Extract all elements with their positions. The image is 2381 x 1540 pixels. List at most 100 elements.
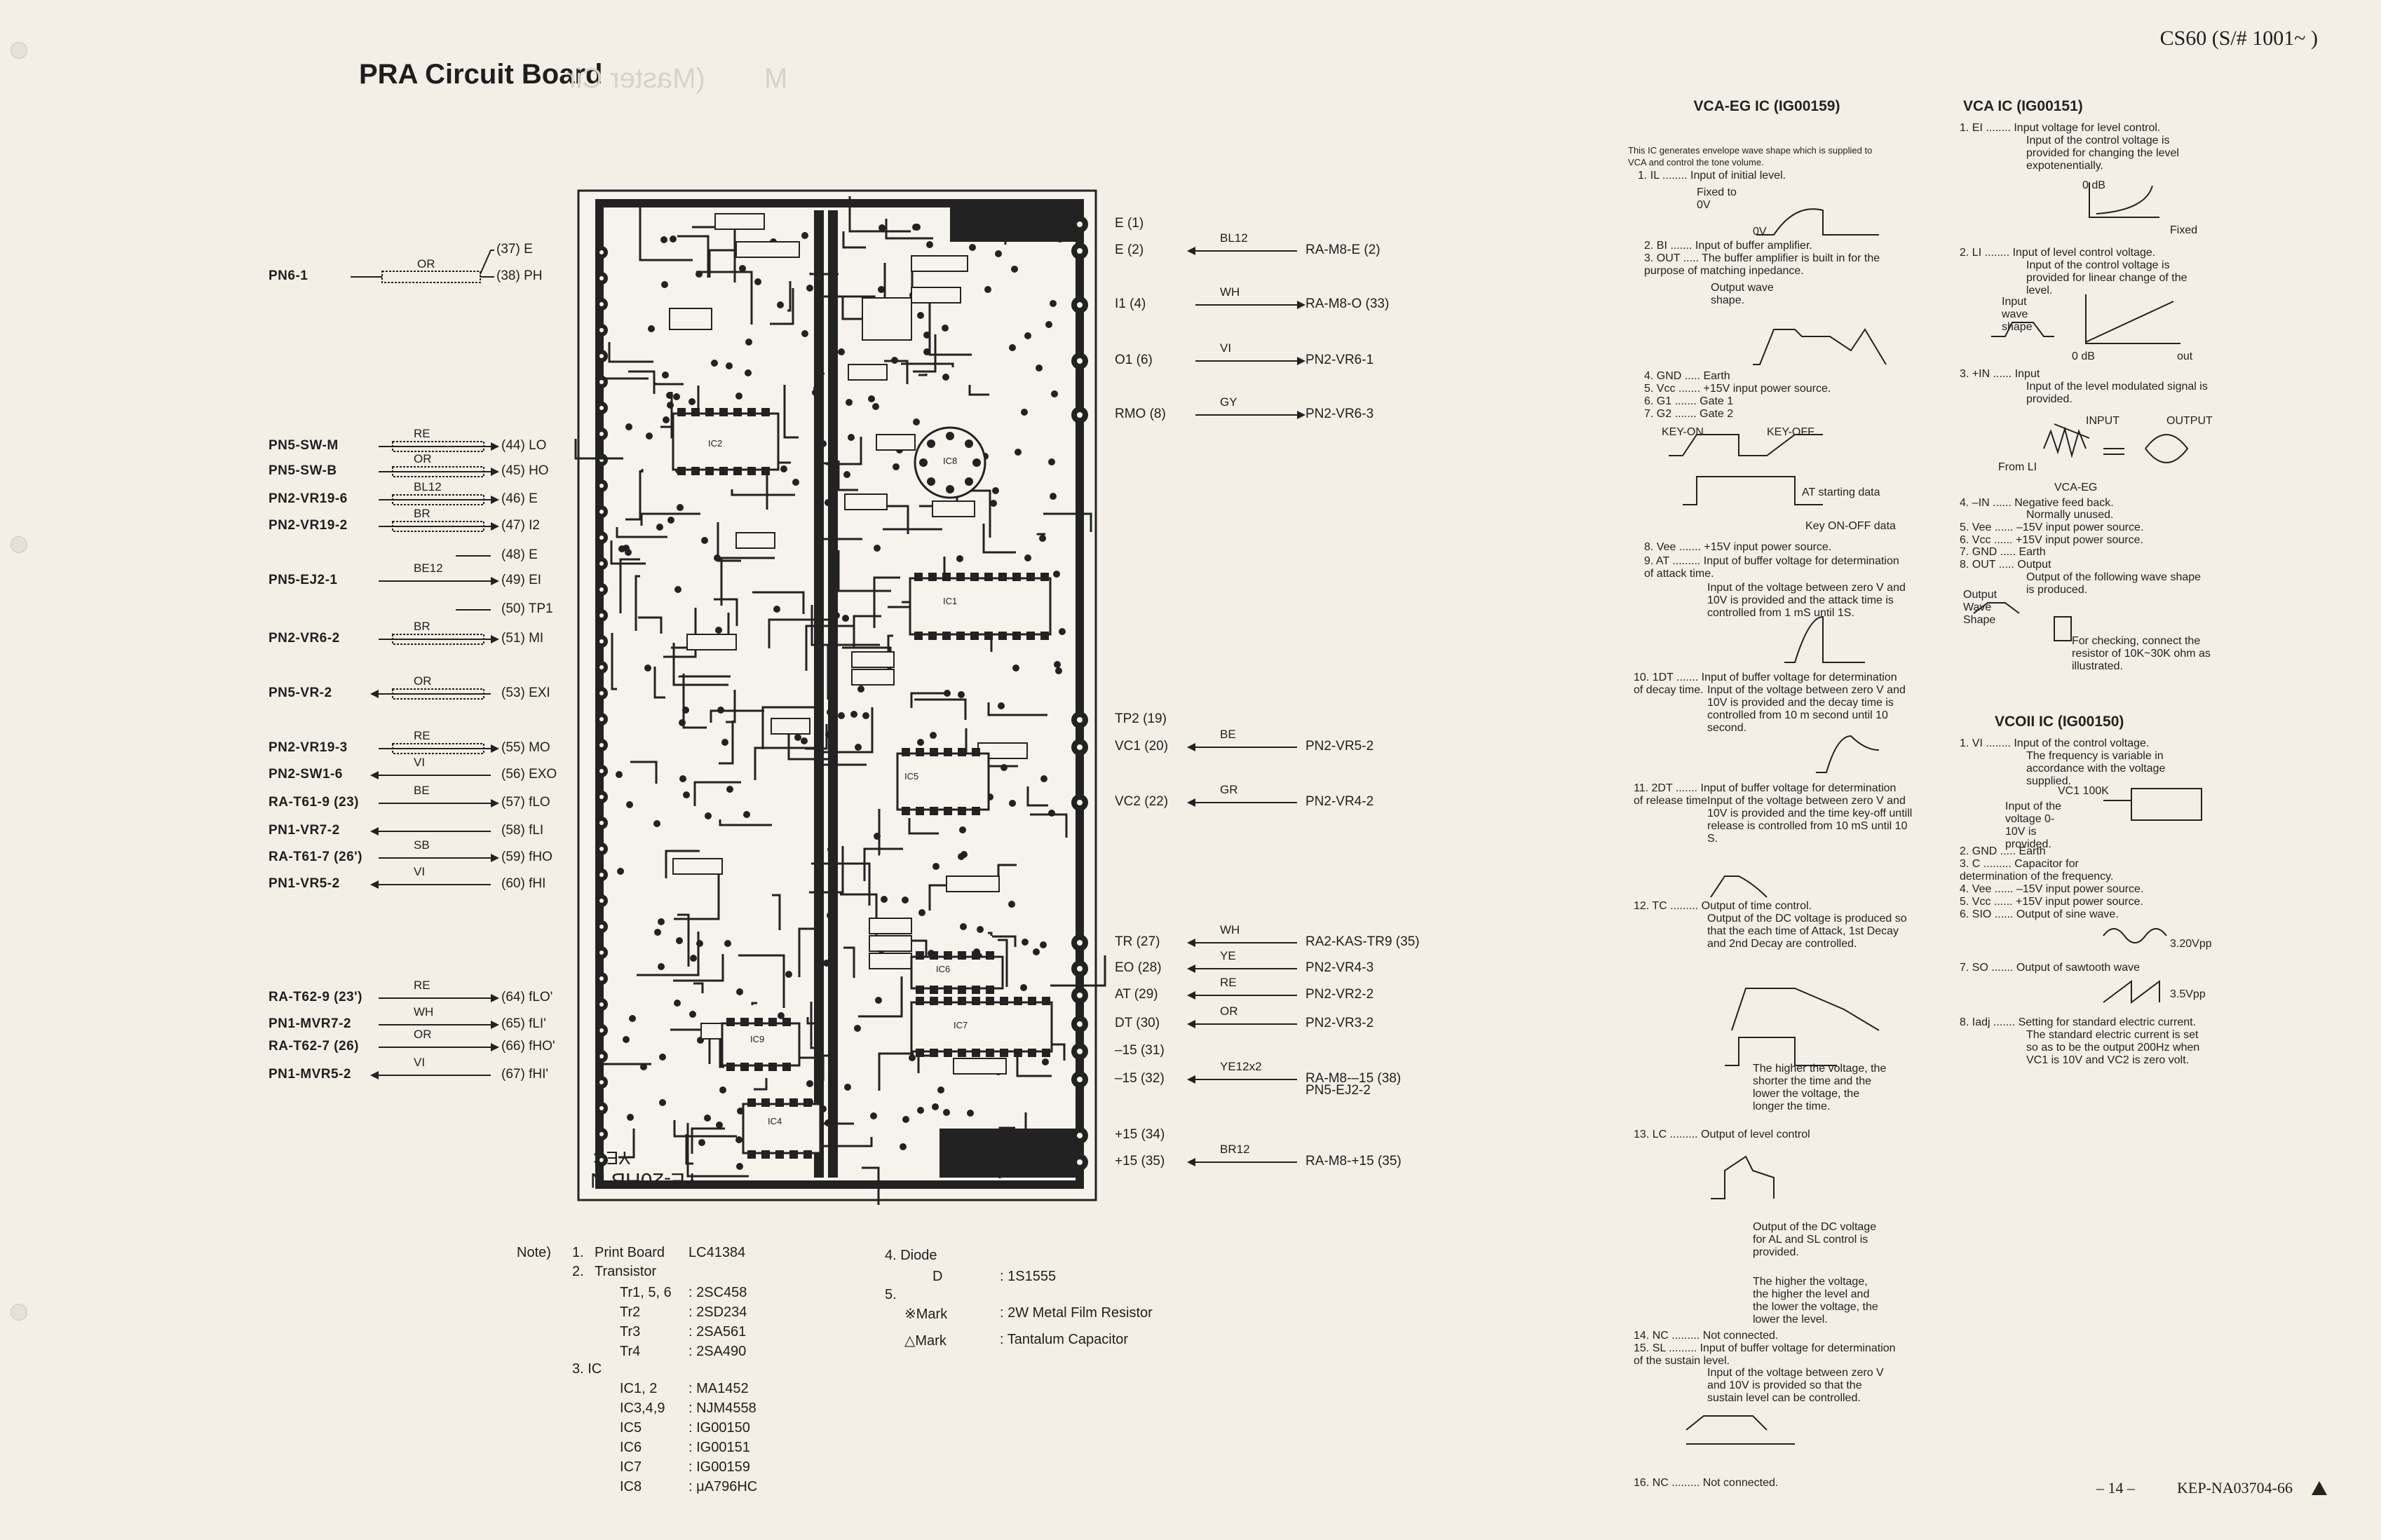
- attack-wave: [1784, 615, 1865, 663]
- vca-line: From LI: [1998, 461, 2037, 473]
- ic-pin: [761, 467, 770, 475]
- copper-trace: [608, 342, 653, 363]
- edge-pad-hole: [599, 561, 604, 566]
- edge-pad-hole: [599, 847, 604, 851]
- right-pin-label: AT (29): [1115, 987, 1158, 1002]
- ic-pin: [1028, 997, 1036, 1005]
- vca-line: OUTPUT: [2166, 415, 2213, 427]
- transistor-value: : 2SA490: [688, 1344, 747, 1359]
- ic-pin: [705, 467, 714, 475]
- release-wave: [1710, 875, 1768, 898]
- solder-pad: [1036, 364, 1043, 372]
- solder-pad: [616, 771, 623, 778]
- solder-pad: [969, 244, 976, 251]
- ic-pin: [803, 1098, 812, 1107]
- left-pin-label: PN5-SW-M: [269, 438, 339, 453]
- solder-pad: [806, 1080, 813, 1087]
- vcaeg-line: Fixed to 0V: [1697, 186, 1737, 211]
- solder-pad: [828, 1154, 835, 1161]
- copper-trace: [673, 954, 724, 982]
- wire-arrow: [1187, 1075, 1195, 1084]
- right-dest-label: PN5-EJ2-2: [1305, 1083, 1371, 1098]
- left-end-label: (57) fLO: [501, 795, 550, 810]
- edge-pad-hole: [1077, 940, 1083, 946]
- wire-arrow: [1187, 247, 1195, 255]
- solder-pad: [995, 250, 1002, 257]
- component-outline: [686, 634, 737, 650]
- right-dest-label: PN2-VR5-2: [1305, 739, 1374, 754]
- wire-line: [480, 250, 494, 275]
- solder-pad: [785, 971, 792, 978]
- solder-pad: [1020, 984, 1027, 991]
- ic-pin: [761, 408, 770, 416]
- edge-pad-hole: [599, 665, 604, 669]
- ic-pin: [902, 748, 910, 756]
- left-pin-label: PN6-1: [269, 268, 308, 283]
- ic-pin: [986, 986, 994, 994]
- copper-trace: [597, 1016, 651, 1065]
- right-wire-color: OR: [1220, 1004, 1238, 1018]
- ic-pin: [677, 467, 686, 475]
- copper-trace: [809, 846, 844, 894]
- copper-trace: [1050, 955, 1106, 987]
- ic-pin: [944, 807, 952, 815]
- copper-trace: [618, 1129, 635, 1159]
- mark-2: △Mark: [904, 1333, 947, 1349]
- vca-line: Normally unused.: [2026, 509, 2114, 521]
- ic-pin: [1026, 632, 1035, 640]
- solder-pad: [705, 812, 712, 819]
- wire-arrow: [1187, 743, 1195, 751]
- mark-1: ※Mark: [904, 1307, 948, 1322]
- ic-pin: [747, 467, 756, 475]
- edge-pad-hole: [599, 302, 604, 306]
- vca-output-wave: [1973, 602, 2020, 614]
- solder-pad: [944, 690, 951, 697]
- ic-pin: [747, 1098, 756, 1107]
- solder-pad: [1054, 661, 1061, 668]
- wire-arrow: [1297, 357, 1305, 365]
- ic-pin: [916, 986, 924, 994]
- solder-pad: [848, 434, 855, 441]
- transistor-value: : 2SD234: [688, 1304, 747, 1320]
- vcaeg-line: Key ON-OFF data: [1805, 520, 1896, 532]
- modulation-arrow: [2054, 423, 2124, 455]
- edge-pad-hole: [1077, 744, 1083, 750]
- solder-pad: [698, 1139, 705, 1146]
- copper-trace: [913, 334, 937, 373]
- solder-pad: [682, 707, 689, 714]
- solder-pad: [902, 1116, 909, 1123]
- solder-pad: [653, 820, 660, 827]
- component-outline: [848, 364, 888, 381]
- ic-pin: [916, 951, 924, 960]
- copper-trace: [1019, 205, 1043, 228]
- solder-pad: [829, 573, 836, 580]
- note-2-label: Transistor: [595, 1264, 657, 1279]
- edge-pad-hole: [599, 406, 604, 410]
- solder-pad: [1051, 390, 1058, 397]
- solder-pad: [1040, 941, 1047, 948]
- copper-trace: [818, 538, 862, 570]
- vcaeg-line: Input of the voltage between zero V and …: [1707, 1367, 1884, 1404]
- copper-trace: [843, 946, 855, 978]
- solder-pad: [881, 896, 888, 903]
- note-3-heading: 3. IC: [572, 1361, 602, 1377]
- copper-trace: [1030, 813, 1068, 838]
- solder-pad: [930, 732, 937, 739]
- ic-pin: [998, 573, 1007, 581]
- solder-pad: [663, 416, 670, 423]
- vca-line: 5. Vee ...... –15V input power source.: [1960, 522, 2144, 533]
- solder-pad: [937, 1086, 944, 1093]
- copper-trace: [795, 1056, 825, 1081]
- copper-trace: [693, 982, 704, 993]
- wire-arrow: [1297, 411, 1305, 419]
- solder-pad: [1059, 628, 1066, 635]
- vcaeg-line: 7. G2 ....... Gate 2: [1644, 408, 1734, 420]
- solder-pad: [688, 398, 696, 405]
- copper-trace: [989, 1130, 1023, 1164]
- copper-trace: [848, 196, 911, 233]
- vcaeg-line: 11. 2DT ....... Input of buffer voltage …: [1634, 782, 1897, 807]
- edge-pad-hole: [599, 1002, 604, 1007]
- solder-pad: [1033, 948, 1040, 955]
- vca-line: 0 dB: [2082, 179, 2105, 191]
- vca-line: 4. –IN ...... Negative feed back.: [1960, 497, 2114, 509]
